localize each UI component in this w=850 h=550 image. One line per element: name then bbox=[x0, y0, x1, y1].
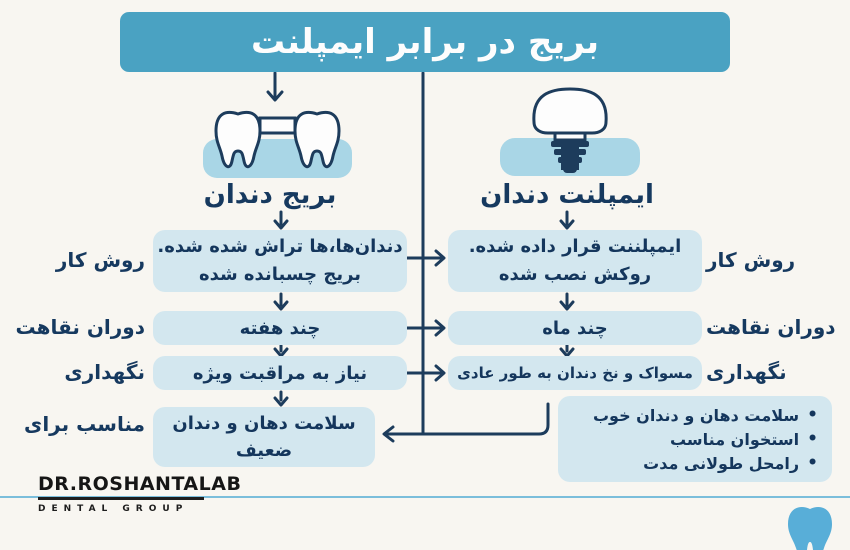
row-label-method-right: روش کار bbox=[706, 248, 796, 272]
bridge-column-heading: بریج دندان bbox=[203, 180, 337, 210]
row-label-maintenance-right: نگهداری bbox=[706, 360, 787, 384]
tooth-icon bbox=[788, 506, 832, 550]
logo-subtitle: DENTAL GROUP bbox=[38, 503, 189, 514]
bullet-icon: • bbox=[807, 428, 818, 449]
bullet-icon: • bbox=[807, 404, 818, 425]
row-label-maintenance-left: نگهداری bbox=[64, 360, 145, 384]
logo-name: DR.ROSHANTALAB bbox=[38, 473, 242, 495]
bridge-recovery-box: چند هفته bbox=[153, 311, 407, 345]
list-item-text: استخوان مناسب bbox=[669, 429, 800, 449]
clinic-logo: DR.ROSHANTALAB DENTAL GROUP bbox=[38, 473, 241, 514]
footer-divider bbox=[0, 496, 850, 498]
list-item-text: سلامت دهان و دندان خوب bbox=[592, 405, 800, 425]
bridge-maintenance-box: نیاز به مراقبت ویژه bbox=[153, 356, 407, 390]
implant-suitable-list: • سلامت دهان و دندان خوب • استخوان مناسب… bbox=[558, 396, 832, 482]
bridge-teeth-illustration-icon bbox=[203, 110, 352, 178]
row-label-recovery-left: دوران نقاهت bbox=[15, 315, 145, 339]
list-item-text: رامحل طولانی مدت bbox=[643, 453, 800, 473]
bridge-method-line1: دندان‌ها،ها تراش شده شده. bbox=[157, 236, 403, 258]
implant-illustration-icon bbox=[500, 87, 640, 176]
implant-maintenance-box: مسواک و نخ دندان به طور عادی bbox=[448, 356, 702, 390]
list-item: • رامحل طولانی مدت bbox=[566, 454, 818, 473]
list-item: • استخوان مناسب bbox=[566, 430, 818, 449]
implant-method-line2: روکش نصب شده bbox=[498, 264, 652, 285]
implant-column-heading: ایمپلنت دندان bbox=[480, 180, 654, 210]
row-label-suitable-for: مناسب برای bbox=[24, 412, 145, 436]
bridge-suitable-box: سلامت دهان و دندان ضعیف bbox=[153, 407, 375, 467]
list-item: • سلامت دهان و دندان خوب bbox=[566, 406, 818, 425]
bridge-suitable-line2: ضعیف bbox=[235, 440, 293, 461]
implant-method-line1: ایمپلننت قرار داده شده. bbox=[468, 236, 682, 258]
logo-underline bbox=[38, 497, 204, 500]
bridge-method-box: دندان‌ها،ها تراش شده شده. بریج چسبانده ش… bbox=[153, 230, 407, 292]
row-label-method-left: روش کار bbox=[55, 248, 145, 272]
bullet-icon: • bbox=[807, 452, 818, 473]
row-label-recovery-right: دوران نقاهت bbox=[706, 315, 836, 339]
implant-recovery-box: چند ماه bbox=[448, 311, 702, 345]
implant-method-box: ایمپلننت قرار داده شده. روکش نصب شده bbox=[448, 230, 702, 292]
bridge-suitable-line1: سلامت دهان و دندان bbox=[172, 413, 356, 434]
bridge-method-line2: بریج چسبانده شده bbox=[198, 264, 362, 285]
page-title: بریج در برابر ایمپلنت bbox=[120, 12, 730, 72]
